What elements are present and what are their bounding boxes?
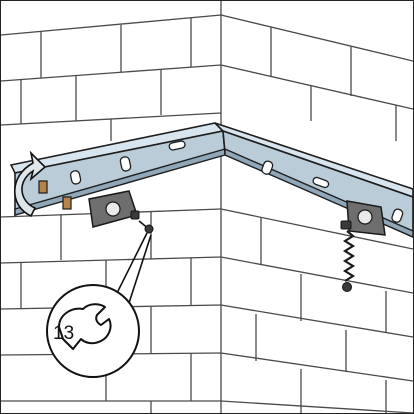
clip [62, 196, 72, 210]
rail-clips [38, 180, 72, 210]
rail-slot [391, 208, 404, 223]
detail-leader [112, 232, 152, 304]
bracket-left [88, 190, 154, 234]
rail-slot [69, 170, 82, 185]
rail-slot [168, 140, 186, 151]
clip [38, 180, 48, 194]
wrench-size-label: 13 [53, 323, 74, 344]
rail-slot [119, 156, 132, 172]
wrench-icon [58, 303, 112, 350]
rail-slot [261, 160, 274, 175]
right-brick-wall [220, 14, 413, 413]
bracket-right [340, 200, 386, 292]
wrench-detail-inset: 13 [46, 284, 140, 378]
rail-slot [312, 176, 330, 189]
rotate-arrow-icon [13, 150, 47, 218]
